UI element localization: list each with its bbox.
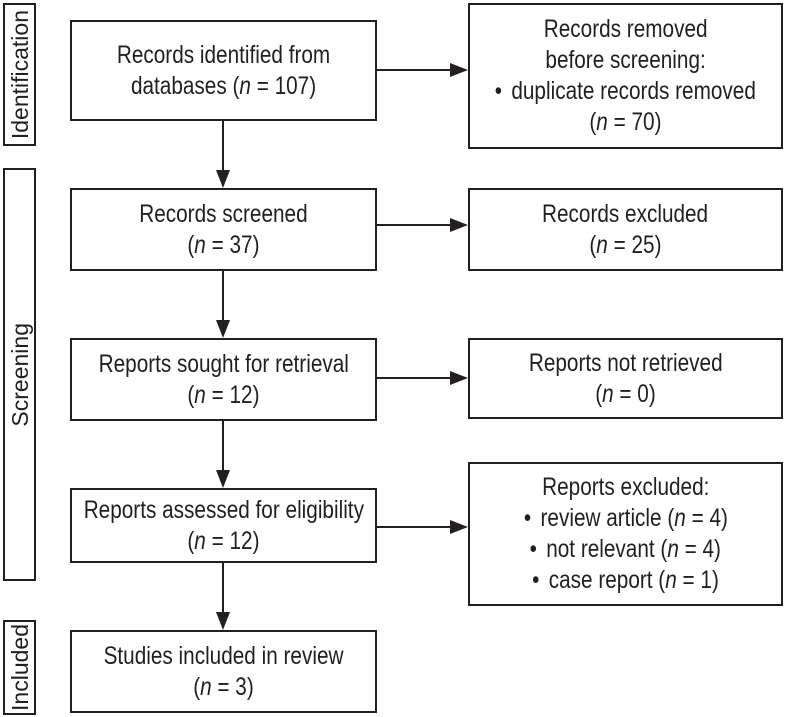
reports-assessed-box: Reports assessed for eligibility (n = 12… bbox=[70, 488, 377, 563]
records-excluded-count: (n = 25) bbox=[589, 230, 662, 259]
reports-excluded-box: Reports excluded: review article (n = 4)… bbox=[468, 462, 783, 606]
records-removed-item: duplicate records removed bbox=[495, 76, 757, 107]
phase-screening-label: Screening bbox=[6, 322, 33, 427]
reports-excluded-item-review-article: review article (n = 4) bbox=[523, 503, 727, 534]
records-removed-count: (n = 70) bbox=[589, 108, 662, 136]
phase-included-label: Included bbox=[6, 624, 33, 711]
studies-included-box: Studies included in review (n = 3) bbox=[70, 630, 377, 713]
reports-excluded-title: Reports excluded: bbox=[541, 473, 710, 501]
studies-included-title: Studies included in review bbox=[103, 641, 344, 670]
reports-assessed-count: (n = 12) bbox=[187, 526, 260, 555]
records-screened-box: Records screened (n = 37) bbox=[70, 188, 377, 271]
reports-assessed-title: Reports assessed for eligibility bbox=[83, 495, 364, 524]
reports-sought-box: Reports sought for retrieval (n = 12) bbox=[70, 338, 377, 421]
records-identified-line-1: Records identified from bbox=[116, 40, 331, 69]
arrow-sought-to-assessed bbox=[216, 421, 230, 488]
records-excluded-box: Records excluded (n = 25) bbox=[468, 188, 783, 271]
reports-sought-count: (n = 12) bbox=[187, 380, 260, 409]
records-removed-line-2: before screening: bbox=[545, 46, 706, 74]
records-excluded-title: Records excluded bbox=[542, 199, 709, 228]
reports-excluded-item-not-relevant: not relevant (n = 4) bbox=[530, 534, 721, 565]
records-removed-line-1: Records removed bbox=[543, 15, 708, 43]
studies-included-count: (n = 3) bbox=[193, 672, 254, 701]
phase-screening: Screening bbox=[3, 168, 36, 581]
arrow-identified-to-screened bbox=[216, 121, 230, 188]
reports-not-retrieved-title: Reports not retrieved bbox=[528, 348, 723, 377]
records-identified-box: Records identified from databases (n = 1… bbox=[70, 20, 377, 121]
arrow-assessed-to-excluded bbox=[377, 520, 468, 534]
reports-excluded-item-case-report: case report (n = 1) bbox=[532, 565, 719, 596]
phase-identification-label: Identification bbox=[6, 9, 33, 140]
phase-identification: Identification bbox=[3, 3, 36, 146]
reports-not-retrieved-box: Reports not retrieved (n = 0) bbox=[468, 338, 783, 419]
records-identified-line-2: databases (n = 107) bbox=[130, 71, 317, 100]
reports-sought-title: Reports sought for retrieval bbox=[98, 349, 349, 378]
phase-included: Included bbox=[3, 620, 36, 715]
reports-not-retrieved-count: (n = 0) bbox=[595, 379, 656, 408]
arrow-screened-to-excluded bbox=[377, 218, 468, 232]
arrow-sought-to-not-retrieved bbox=[377, 371, 468, 385]
arrow-identified-to-removed bbox=[377, 63, 468, 77]
records-removed-box: Records removed before screening: duplic… bbox=[468, 3, 783, 149]
arrow-assessed-to-included bbox=[216, 563, 230, 630]
arrow-screened-to-sought bbox=[216, 271, 230, 338]
records-screened-count: (n = 37) bbox=[187, 230, 260, 259]
records-screened-title: Records screened bbox=[139, 199, 308, 228]
